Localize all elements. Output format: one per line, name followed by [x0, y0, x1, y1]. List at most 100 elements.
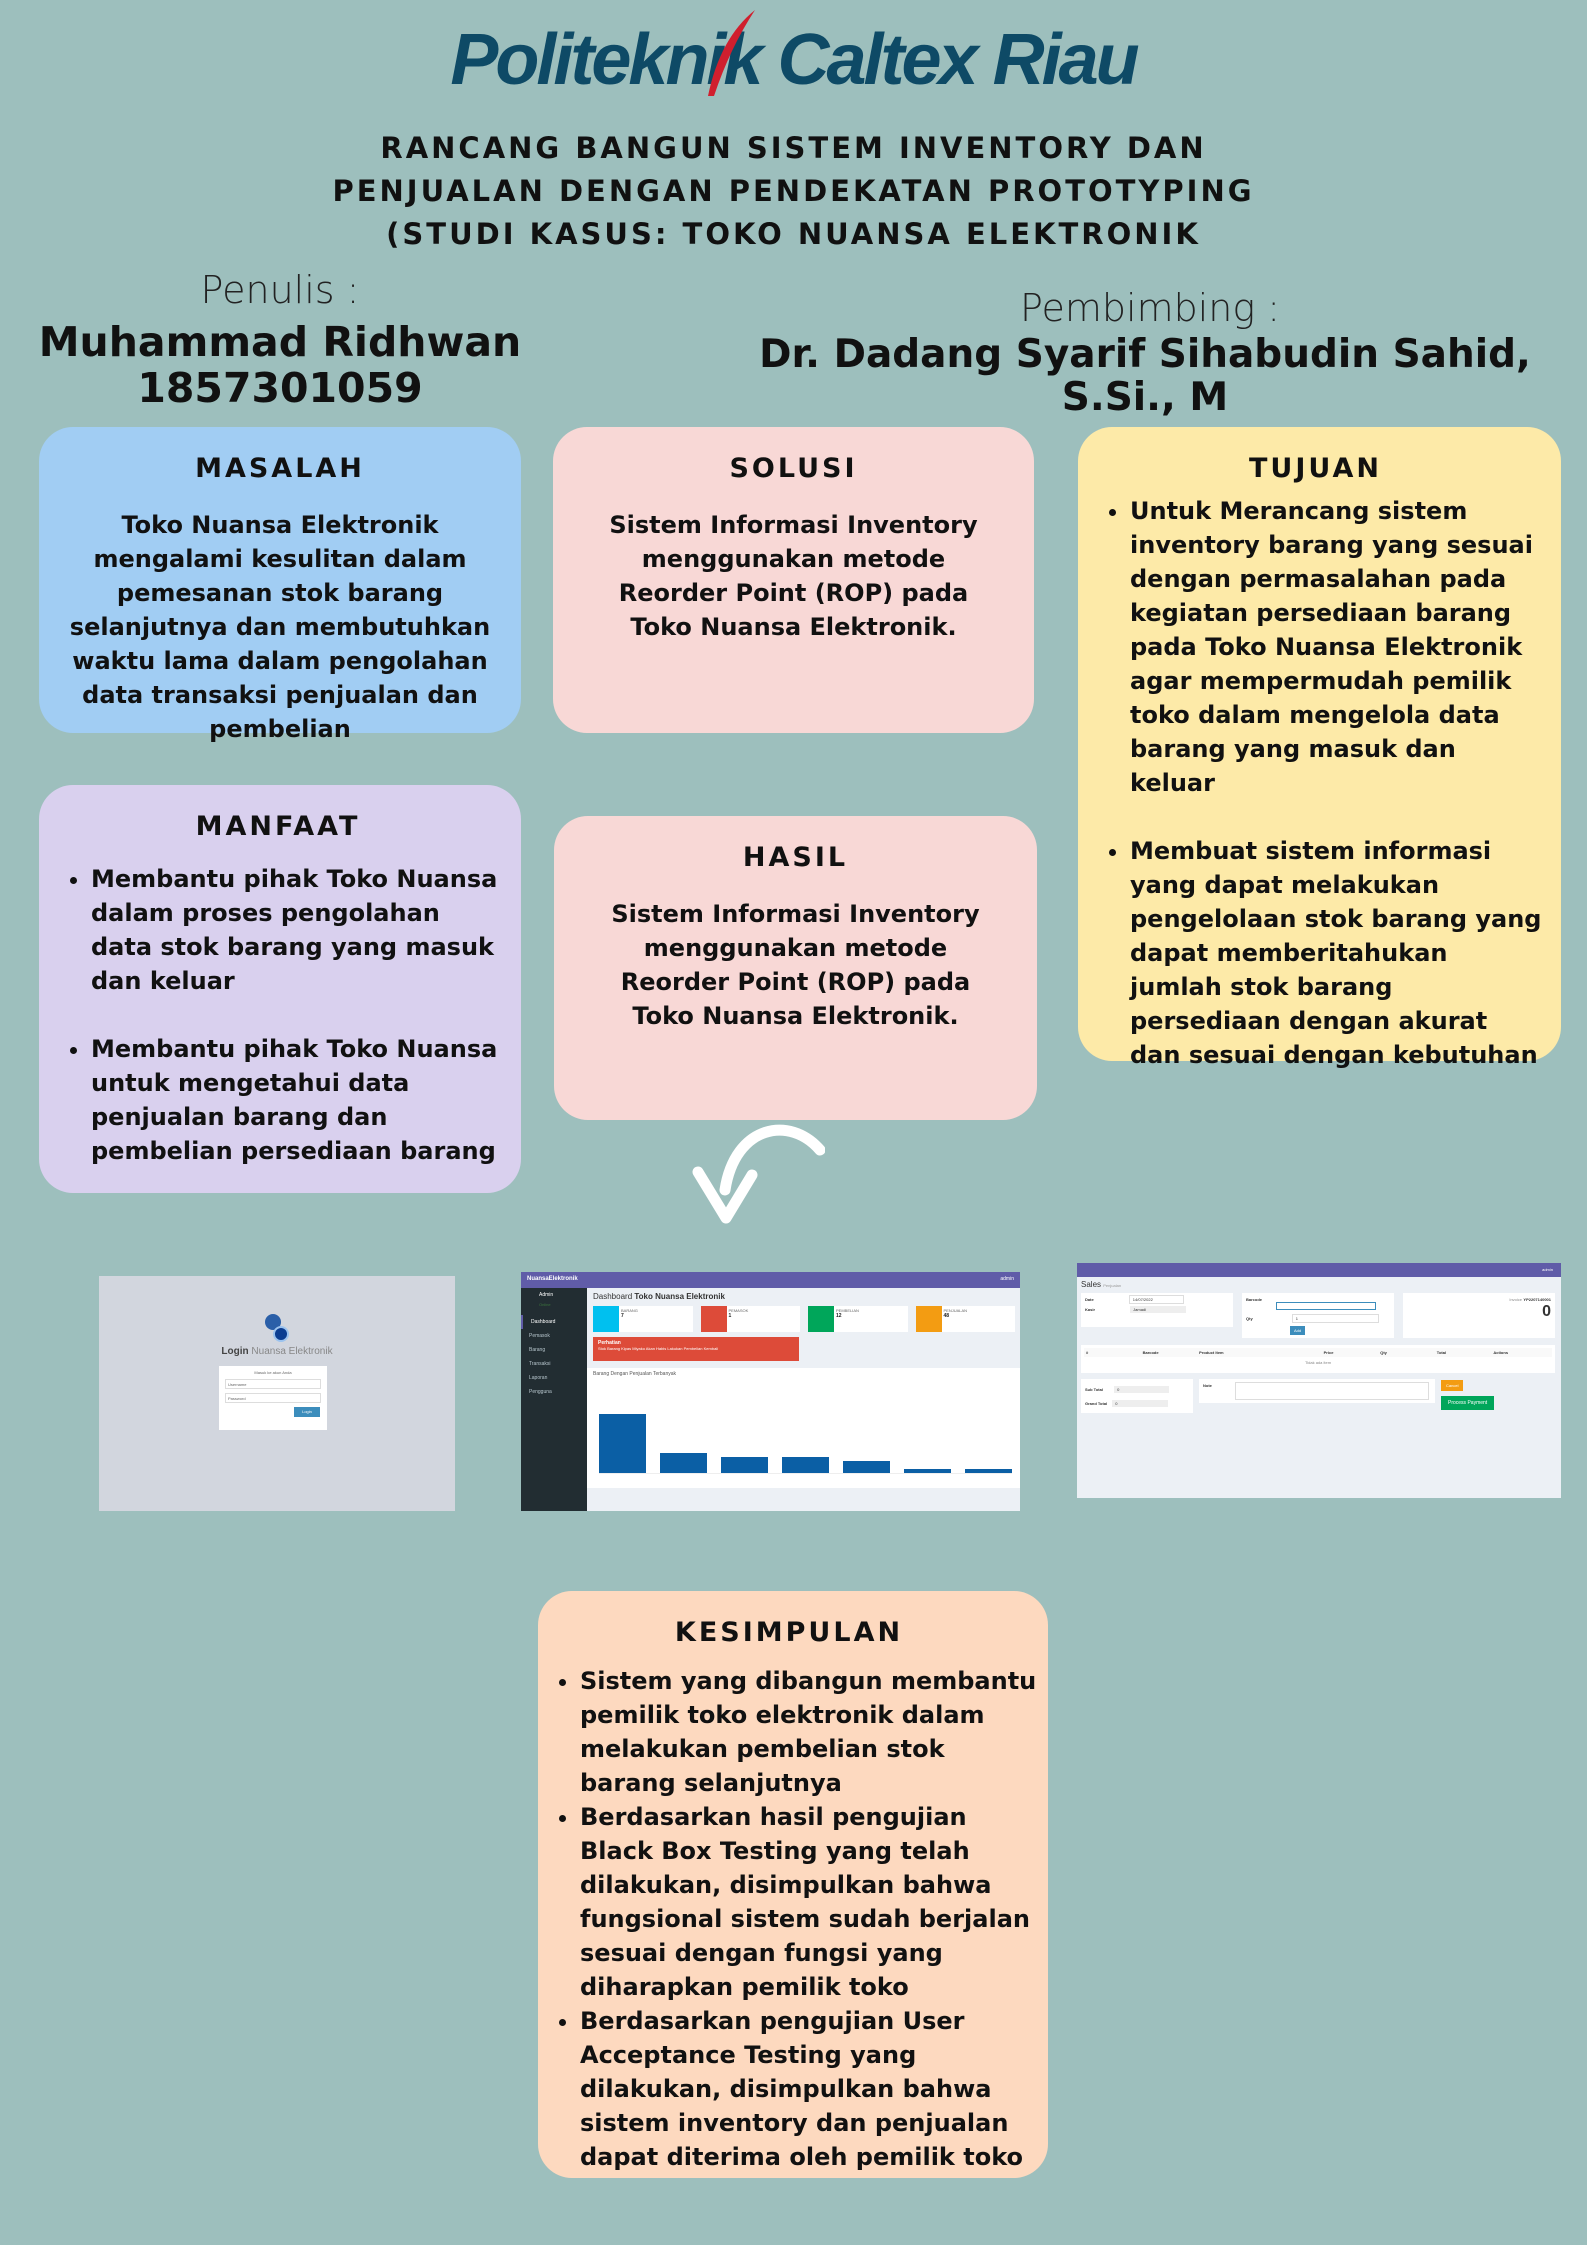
- sidebar-item[interactable]: Dashboard: [521, 1315, 587, 1329]
- dashboard-brand: NuansaElektronik: [527, 1276, 578, 1282]
- subtotal-label: Sub Total: [1085, 1387, 1103, 1392]
- sales-screenshot: admin Sales Penjualan Date 14/07/2022 Ka…: [1077, 1263, 1561, 1498]
- invoice-value: YP2207140001: [1523, 1297, 1551, 1302]
- tujuan-item: Membuat sistem informasi yang dapat mela…: [1130, 834, 1543, 1072]
- solusi-text: Sistem Informasi Inventory menggunakan m…: [609, 511, 978, 641]
- table-column-header: Barcode: [1142, 1350, 1159, 1355]
- login-subtitle: Masuk ke akun Anda: [254, 1370, 292, 1375]
- author-name: Muhammad Ridhwan: [38, 318, 522, 366]
- login-button[interactable]: Login: [294, 1407, 320, 1417]
- stat-label: PEMBELIAN: [836, 1308, 859, 1313]
- manfaat-card: MANFAAT Membantu pihak Toko Nuansa dalam…: [39, 785, 521, 1193]
- sales-title: Sales: [1081, 1280, 1102, 1289]
- note-label: Note: [1203, 1383, 1212, 1388]
- stat-icon: [915, 1306, 942, 1332]
- chart-title: Barang Dengan Penjualan Terbanyak: [593, 1371, 677, 1377]
- masalah-text: Toko Nuansa Elektronik mengalami kesulit…: [69, 511, 491, 743]
- hasil-text: Sistem Informasi Inventory menggunakan m…: [611, 900, 980, 1030]
- table-column-header: Actions: [1493, 1350, 1509, 1355]
- hasil-heading: HASIL: [742, 842, 849, 873]
- date-label: Date: [1085, 1297, 1094, 1302]
- author-label: Penulis :: [200, 268, 360, 312]
- chart-bar: [599, 1413, 646, 1473]
- kesimpulan-item: Berdasarkan hasil pengujian Black Box Te…: [580, 1800, 1040, 2004]
- sidebar-item[interactable]: Pemasok: [529, 1333, 550, 1339]
- manfaat-item: Membantu pihak Toko Nuansa dalam proses …: [91, 862, 507, 998]
- stat-value: 12: [836, 1313, 842, 1319]
- logo-swoosh-icon: [708, 10, 755, 96]
- stat-value: 48: [943, 1313, 950, 1319]
- kesimpulan-item: Sistem yang dibangun membantu pemilik to…: [580, 1664, 1040, 1800]
- poster-title-line-2: PENJUALAN DENGAN PENDEKATAN PROTOTYPING: [332, 174, 1255, 208]
- chart-bar: [843, 1461, 890, 1473]
- user-lock-icon: [263, 1314, 289, 1342]
- dashboard-screenshot: NuansaElektronik admin Admin Online Dash…: [521, 1272, 1020, 1511]
- alert-title: Perhatian: [598, 1340, 621, 1346]
- login-title-bold: Login: [221, 1346, 249, 1357]
- table-column-header: Qty: [1380, 1350, 1387, 1355]
- username-input[interactable]: Username: [225, 1379, 321, 1389]
- hasil-card: HASIL Sistem Informasi Inventory menggun…: [554, 816, 1037, 1120]
- add-button[interactable]: Add: [1290, 1326, 1306, 1335]
- table-column-header: #: [1086, 1350, 1089, 1355]
- author-nim: 1857301059: [137, 364, 423, 412]
- masalah-card: MASALAH Toko Nuansa Elektronik mengalami…: [39, 427, 521, 743]
- tujuan-card: TUJUAN Untuk Merancang sistem inventory …: [1078, 427, 1561, 1069]
- table-column-header: Total: [1436, 1350, 1447, 1355]
- table-column-header: Product Item: [1199, 1350, 1224, 1355]
- sidebar-item[interactable]: Laporan: [529, 1375, 548, 1381]
- sidebar-item[interactable]: Transaksi: [529, 1361, 551, 1367]
- qty-label: Qty: [1246, 1316, 1253, 1321]
- alert-text: Stok Barang Kipas Miyako Akan Habis Laku…: [598, 1346, 719, 1351]
- subtotal-field: 0: [1114, 1386, 1170, 1393]
- cashier-field: Jamadi: [1130, 1306, 1187, 1313]
- invoice-label: Invoice: [1509, 1297, 1523, 1302]
- poster-title-line-1: RANCANG BANGUN SISTEM INVENTORY DAN: [380, 131, 1207, 165]
- login-title-rest: Nuansa Elektronik: [248, 1346, 333, 1357]
- sidebar-user: Admin: [539, 1292, 554, 1298]
- chart-bar: [782, 1457, 829, 1473]
- stat-value: 7: [621, 1313, 624, 1319]
- sidebar-status: Online: [539, 1302, 551, 1307]
- manfaat-heading: MANFAAT: [195, 811, 361, 842]
- chart-bar: [904, 1469, 951, 1473]
- barcode-input[interactable]: [1276, 1302, 1376, 1310]
- dashboard-page-title-bold: Toko Nuansa Elektronik: [634, 1292, 725, 1301]
- kesimpulan-item: Berdasarkan pengujian User Acceptance Te…: [580, 2004, 1040, 2174]
- sidebar-item[interactable]: Pengguna: [529, 1389, 552, 1395]
- date-input[interactable]: 14/07/2022: [1128, 1295, 1184, 1304]
- process-payment-button[interactable]: Process Payment: [1441, 1396, 1495, 1410]
- barcode-label: Barcode: [1246, 1297, 1263, 1302]
- manfaat-item: Membantu pihak Toko Nuansa untuk mengeta…: [91, 1032, 507, 1168]
- sales-subtitle: Penjualan: [1103, 1283, 1122, 1288]
- stat-value: 1: [728, 1313, 732, 1319]
- cashier-label: Kasir: [1085, 1307, 1096, 1312]
- password-input[interactable]: Password: [225, 1393, 321, 1403]
- advisor-label: Pembimbing :: [1019, 286, 1281, 330]
- dashboard-page-title: Dashboard: [593, 1292, 633, 1301]
- kesimpulan-heading: KESIMPULAN: [674, 1617, 904, 1648]
- empty-table-message: Tidak ada item: [1304, 1360, 1332, 1365]
- curved-arrow-icon: [692, 1124, 825, 1224]
- qty-input[interactable]: 1: [1291, 1314, 1380, 1323]
- stat-label: BARANG: [621, 1308, 638, 1313]
- poster-title-line-3: (STUDI KASUS: TOKO NUANSA ELEKTRONIK: [386, 217, 1201, 251]
- advisor-name: Dr. Dadang Syarif Sihabudin Sahid, S.Si.…: [759, 332, 1531, 420]
- stat-label: PENJUALAN: [943, 1308, 968, 1313]
- chart-bar: [965, 1469, 1012, 1473]
- grandtotal-label: Grand Total: [1085, 1401, 1108, 1406]
- dashboard-topbar-user: admin: [1000, 1276, 1014, 1282]
- sidebar-item[interactable]: Barang: [529, 1347, 546, 1353]
- chart-bar: [721, 1457, 768, 1473]
- grandtotal-field: 0: [1112, 1400, 1168, 1407]
- stat-icon: [808, 1306, 834, 1332]
- table-column-header: Price: [1323, 1350, 1334, 1355]
- cancel-button[interactable]: Cancel: [1441, 1380, 1464, 1391]
- note-textarea[interactable]: [1235, 1382, 1429, 1400]
- stat-icon: [700, 1306, 727, 1332]
- sales-topbar-user: admin: [1542, 1267, 1553, 1272]
